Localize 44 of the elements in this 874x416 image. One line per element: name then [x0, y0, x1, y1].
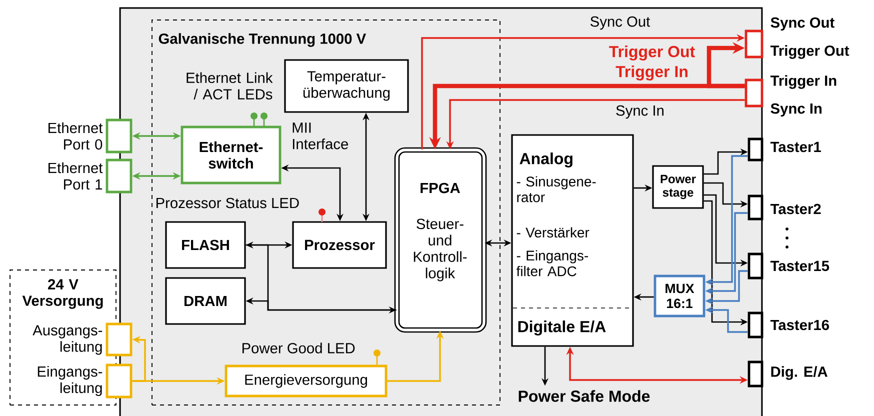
memory-box: DRAM — [165, 277, 246, 325]
area-title: Galvanische Trennung 1000 V — [158, 33, 366, 47]
list-item: - Sinusgene- rator — [516, 176, 596, 202]
port-label: Taster16 — [770, 320, 829, 330]
port-label: Taster15 — [770, 260, 830, 272]
switch-box: Ethernet- switch — [180, 126, 282, 184]
arrow — [706, 42, 745, 88]
port-label: Sync Out — [770, 17, 834, 31]
annotation-label: Ethernet Link / ACT LEDs — [186, 72, 273, 100]
annotation-label: Prozessor Status LED — [156, 198, 299, 208]
annotation-label: Power Good LED — [242, 342, 355, 354]
port-label: Sync In — [770, 103, 822, 117]
port-label: Trigger In — [770, 75, 836, 89]
multiplexer-box: MUX 16:1 — [654, 274, 706, 318]
port-label: Taster2 — [770, 204, 821, 214]
port-label: Trigger Out — [770, 45, 850, 59]
fpga-box — [394, 147, 487, 333]
port-label: Eingangs- leitung — [38, 366, 102, 396]
power-supply-box: Energieversorgung — [224, 364, 388, 398]
port-label: Ausgangs- leitung — [32, 325, 102, 355]
processor-box: Prozessor — [292, 221, 387, 269]
list-item: - Eingangs- filter ADC — [516, 250, 588, 276]
list-item: - Verstärker — [516, 227, 590, 238]
section-heading: Digitale E/A — [518, 320, 606, 336]
edge-label: MII Interface — [290, 121, 354, 151]
fpga-title: FPGA — [420, 182, 460, 194]
process-box: Temperatur- überwachung — [284, 59, 409, 113]
edge-label: Trigger In — [614, 64, 690, 82]
port-label: Taster1 — [770, 142, 821, 152]
section-heading: Analog — [520, 152, 572, 168]
memory-box: FLASH — [165, 221, 246, 269]
edge-label: Sync In — [614, 104, 666, 120]
fpga-description: Steuer- und Kontroll- logik — [414, 218, 467, 282]
mode-label: Power Safe Mode — [518, 390, 650, 402]
edge-label: Trigger Out — [608, 44, 696, 62]
edge-label: Sync Out — [588, 15, 652, 31]
supply-area — [10, 270, 116, 406]
analog-box — [511, 134, 634, 347]
port-label: Ethernet Port 1 — [48, 162, 103, 190]
power-stage-box: Power stage — [652, 165, 704, 209]
port-label: Ethernet Port 0 — [48, 122, 103, 150]
port-label: Dig. E/A — [771, 366, 828, 380]
isolation-area — [152, 20, 500, 406]
area-title: 24 V Versorgung — [22, 279, 103, 309]
